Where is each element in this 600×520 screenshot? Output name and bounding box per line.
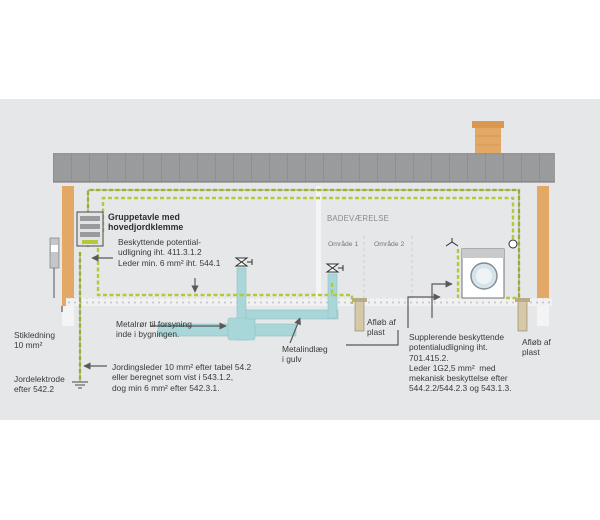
drain-plastic-2-label: Afløb af plast: [522, 337, 551, 358]
drain-plastic-1-label: Afløb af plast: [367, 317, 396, 338]
valve-icon: [325, 263, 344, 273]
water-supply-pipe: [157, 267, 339, 341]
metal-in-floor-label: Metalindlæg i gulv: [282, 344, 328, 365]
left-wall: [62, 186, 74, 306]
service-cable-label: Stikledning 10 mm²: [14, 330, 55, 351]
bathroom-label: BADEVÆRELSE: [327, 214, 389, 223]
earthing-conductor-label: Jordingsleder 10 mm² efter tabel 54.2 el…: [112, 362, 252, 393]
main-distribution-board-icon: [76, 211, 104, 247]
zone-1-label: Område 1: [328, 241, 359, 248]
floor-slab: [66, 298, 552, 306]
roof: [53, 153, 555, 182]
earth-electrode-icon: [72, 381, 88, 389]
metal-supply-pipe-label: Metalrør til forsyning inde i bygningen.: [116, 319, 192, 340]
chimney-icon: [472, 121, 504, 154]
valve-icon: [234, 257, 253, 267]
protective-bonding-label: Beskyttende potential- udligning iht. 41…: [118, 237, 221, 268]
panel-title-label: Gruppetavle med hovedjordklemme: [108, 212, 184, 233]
floor-drain-icon: [515, 298, 530, 332]
zone-2-label: Område 2: [374, 241, 405, 248]
callout-arrows: [61, 254, 453, 370]
shower-head-icon: [445, 238, 459, 247]
supplementary-bonding-label: Supplerende beskyttende potentialudligni…: [409, 332, 512, 394]
bathroom-wall: [316, 186, 321, 300]
floor-drain-icon: [352, 298, 367, 332]
washing-machine-icon: [461, 239, 518, 299]
meter-box-icon: [49, 237, 60, 298]
earth-electrode-label: Jordelektrode efter 542.2: [14, 374, 65, 395]
right-wall: [537, 186, 549, 306]
